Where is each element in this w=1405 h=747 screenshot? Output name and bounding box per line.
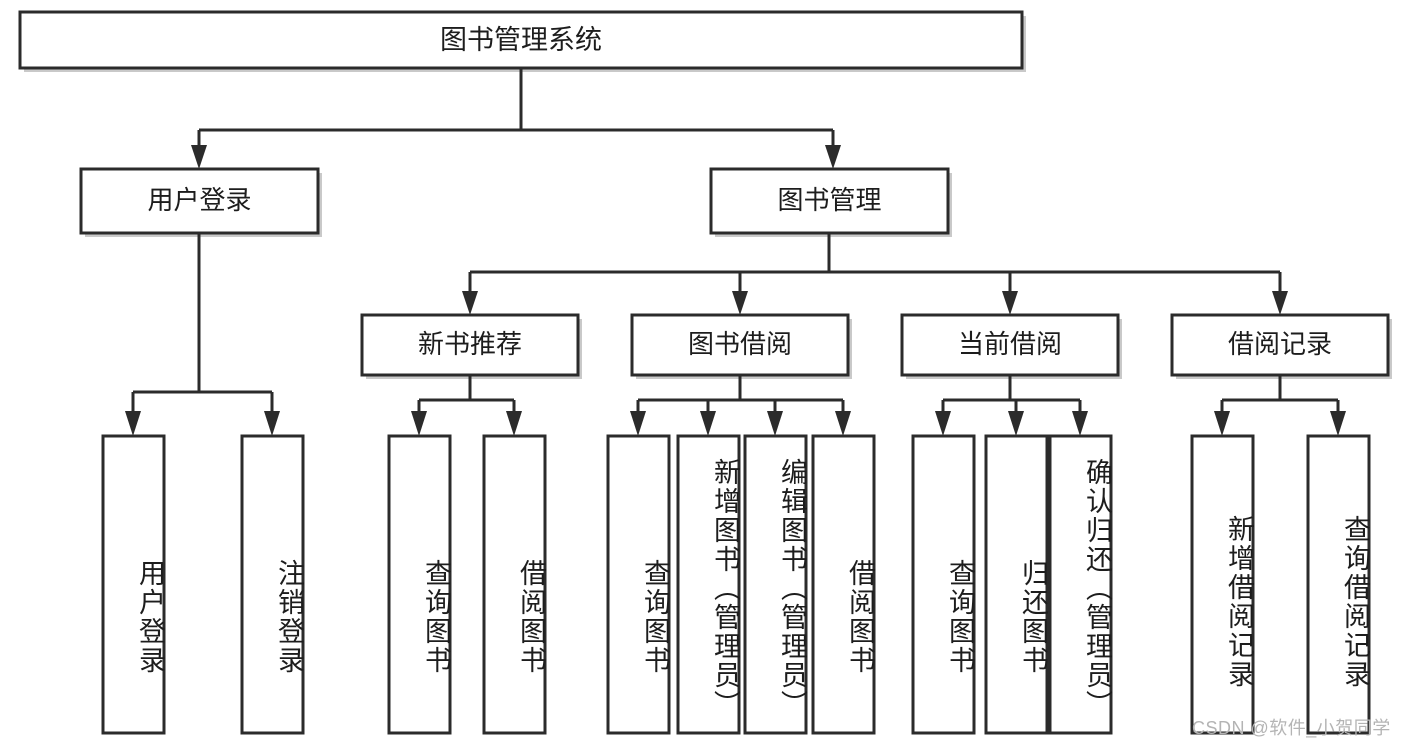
node-book-borrow-label: 图书借阅 xyxy=(688,329,792,359)
connector-borrow-record-to-leaves xyxy=(1214,375,1346,436)
leaf-boxes xyxy=(101,434,1371,735)
leaf-box-query-book-3[interactable] xyxy=(911,434,976,735)
leaf-box-query-borrow-record[interactable] xyxy=(1306,434,1371,735)
csdn-watermark: CSDN @软件_小贺同学 xyxy=(1192,718,1391,738)
leaf-box-add-book-admin[interactable] xyxy=(676,434,741,735)
node-root-label: 图书管理系统 xyxy=(440,25,602,55)
node-user-login[interactable]: 用户登录 xyxy=(79,167,322,237)
connector-user-login-to-leaves xyxy=(125,233,280,436)
leaf-box-query-book-1[interactable] xyxy=(387,434,452,735)
leaf-box-borrow-book-2[interactable] xyxy=(811,434,876,735)
node-root[interactable]: 图书管理系统 xyxy=(18,10,1026,72)
node-book-manage[interactable]: 图书管理 xyxy=(709,167,952,237)
node-current-borrow-label: 当前借阅 xyxy=(958,329,1062,359)
connector-current-borrow-to-leaves xyxy=(935,375,1088,436)
node-book-borrow[interactable]: 图书借阅 xyxy=(630,313,852,379)
node-user-login-label: 用户登录 xyxy=(147,185,251,215)
leaf-box-edit-book-admin[interactable] xyxy=(743,434,808,735)
connector-root-to-level2 xyxy=(191,68,841,169)
leaf-box-logout-login[interactable] xyxy=(240,434,305,735)
node-book-manage-label: 图书管理 xyxy=(777,185,881,215)
node-current-borrow[interactable]: 当前借阅 xyxy=(900,313,1122,379)
node-borrow-record-label: 借阅记录 xyxy=(1228,329,1332,359)
connector-book-borrow-to-leaves xyxy=(630,375,851,436)
node-new-book-recommend[interactable]: 新书推荐 xyxy=(360,313,582,379)
leaf-box-user-login[interactable] xyxy=(101,434,166,735)
leaf-box-query-book-2[interactable] xyxy=(606,434,671,735)
connector-new-book-recommend-to-leaves xyxy=(411,375,522,436)
leaf-box-add-borrow-record[interactable] xyxy=(1190,434,1255,735)
leaf-box-confirm-return-admin[interactable] xyxy=(1048,434,1113,735)
node-new-book-recommend-label: 新书推荐 xyxy=(418,329,522,359)
connector-book-manage-to-level3 xyxy=(462,233,1288,315)
leaf-box-return-book[interactable] xyxy=(984,434,1049,735)
node-borrow-record[interactable]: 借阅记录 xyxy=(1170,313,1392,379)
leaf-box-borrow-book-1[interactable] xyxy=(482,434,547,735)
